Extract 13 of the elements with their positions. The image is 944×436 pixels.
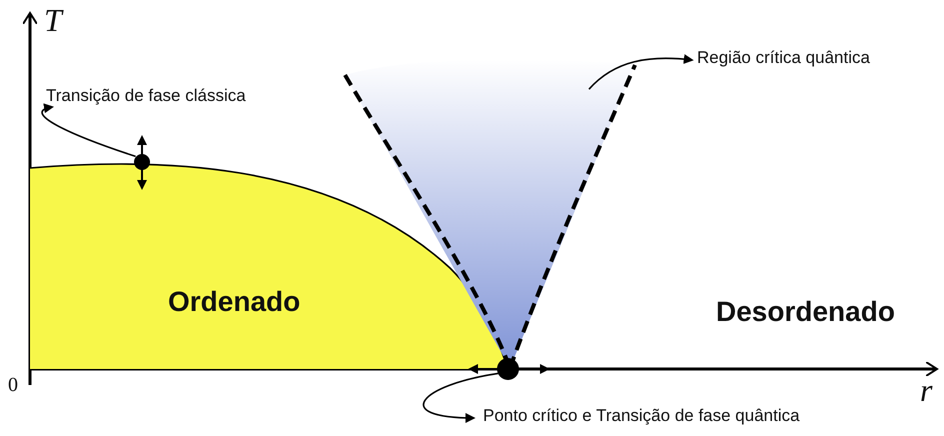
region-label: Desordenado [716, 296, 895, 328]
region-label: Ordenado [168, 286, 300, 318]
leader-line [422, 372, 498, 423]
callout-label: Transição de fase clássica [46, 86, 246, 106]
axis-label: r [920, 372, 932, 409]
callout-label: Região crítica quântica [697, 48, 870, 68]
callout-label: Ponto crítico e Transição de fase quântica [483, 406, 800, 426]
axis-label: T [44, 2, 62, 39]
transition-point [134, 154, 150, 170]
origin-label: 0 [8, 374, 18, 397]
leader-line [42, 104, 136, 158]
leader-line [588, 54, 694, 90]
critical-point [497, 358, 519, 380]
